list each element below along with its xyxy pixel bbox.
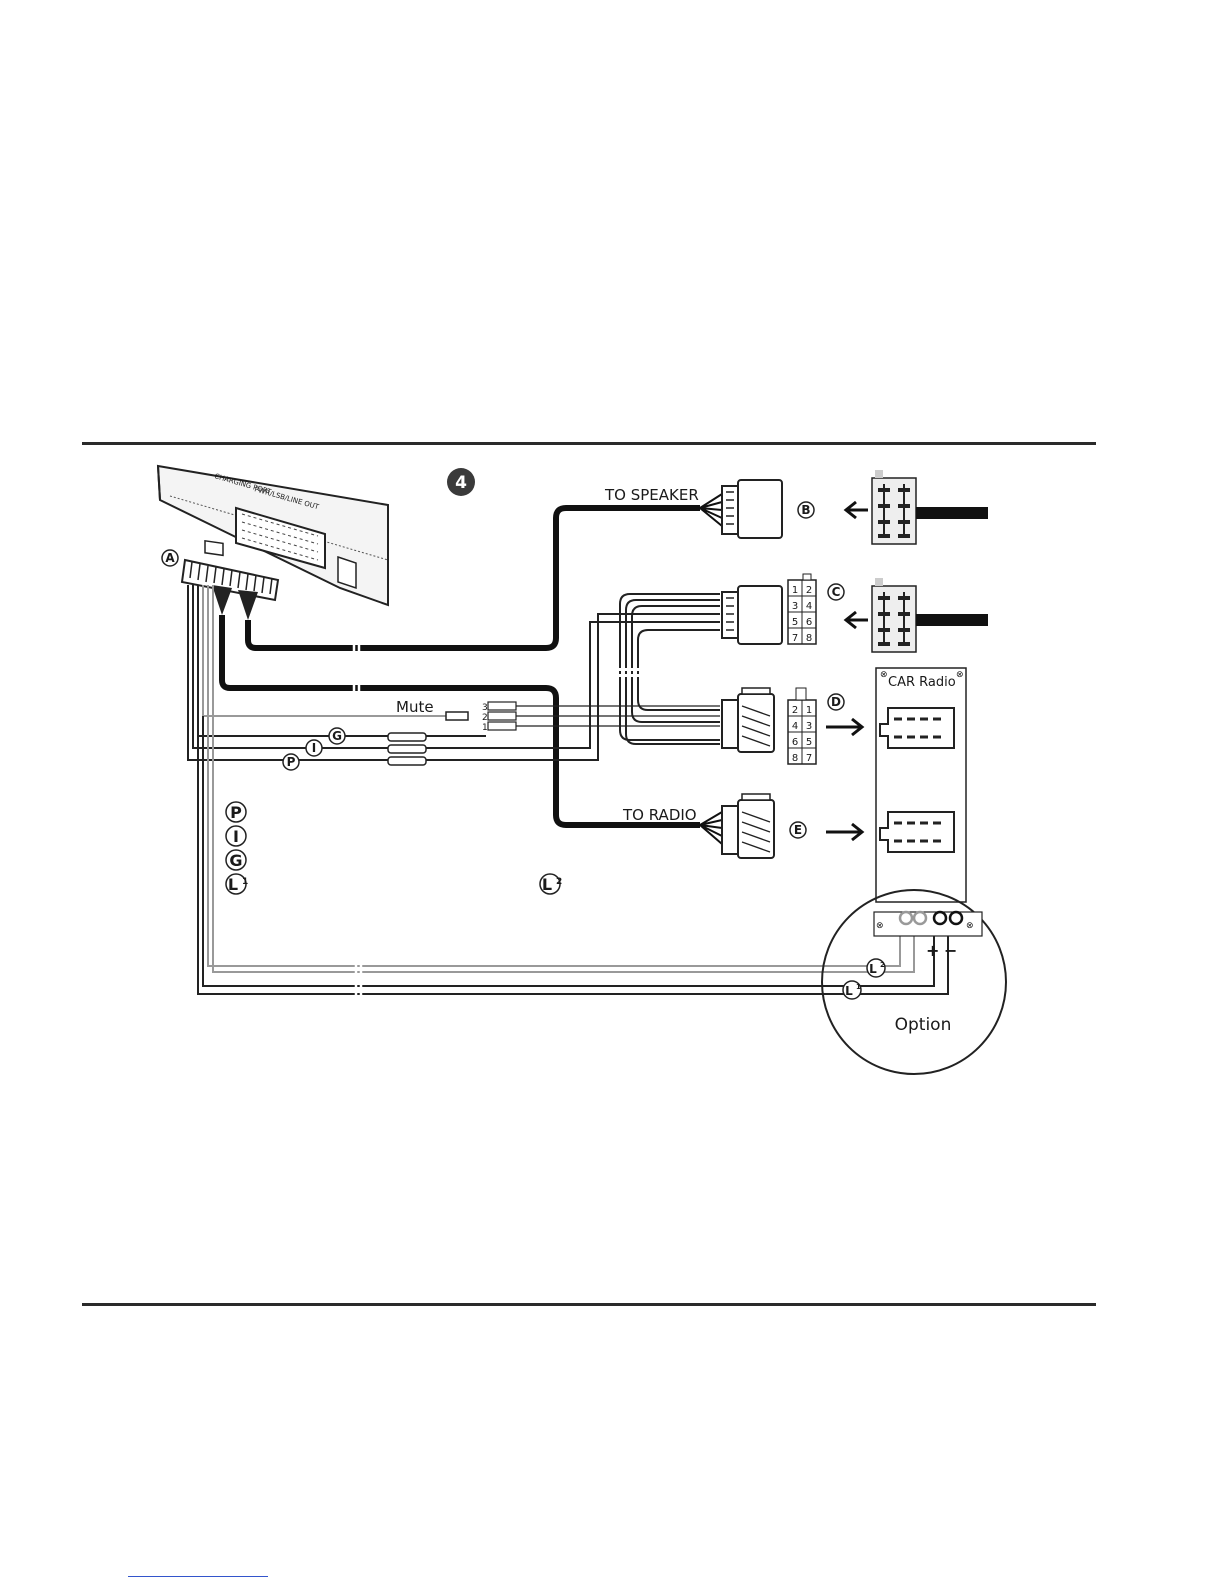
plus-sign: + (926, 941, 939, 960)
connector-a-label: A (165, 551, 175, 565)
step-badge: 4 (447, 468, 475, 496)
vehicle-plug-c (872, 578, 988, 652)
svg-text:3: 3 (792, 601, 798, 612)
svg-text:2: 2 (880, 961, 885, 969)
svg-text:4: 4 (806, 601, 812, 612)
svg-text:C: C (832, 585, 841, 599)
connector-b-badge: B (798, 502, 814, 518)
svg-text:3: 3 (482, 703, 488, 713)
svg-text:2: 2 (792, 705, 798, 716)
wire-g-badge: G (329, 728, 345, 744)
svg-text:7: 7 (806, 753, 812, 764)
car-radio-label: CAR Radio (888, 675, 956, 690)
footer-link-underline (128, 1576, 268, 1577)
wire-l1-badge: L 1 (843, 981, 861, 999)
svg-text:8: 8 (792, 753, 798, 764)
wire-i-badge: I (306, 740, 322, 756)
svg-text:L: L (542, 875, 552, 894)
vehicle-plug-b (872, 470, 988, 544)
legend-item-i: I (226, 826, 246, 846)
option-label: Option (895, 1015, 952, 1035)
connector-d-plug (722, 688, 774, 752)
svg-text:I: I (312, 741, 316, 755)
mute-label: Mute (396, 698, 434, 716)
option-detail: ⊗ ⊗ + − L 2 L 1 Option (822, 890, 1006, 1074)
minus-sign: − (944, 941, 957, 960)
arrow-c-icon (846, 612, 868, 628)
pinout-c: 1 2 3 4 5 6 7 8 (788, 574, 816, 644)
svg-text:1: 1 (792, 585, 798, 596)
screw-tr-icon: ⊗ (956, 670, 964, 680)
svg-text:5: 5 (792, 617, 798, 628)
radio-socket-lower (880, 812, 954, 852)
wire-p-badge: P (283, 754, 299, 770)
svg-text:2: 2 (482, 713, 488, 723)
screw-bl-icon: ⊗ (876, 921, 884, 931)
svg-text:B: B (801, 503, 810, 517)
svg-text:1: 1 (856, 983, 861, 991)
arrow-e-icon (826, 824, 862, 840)
wire-l2-badge: L 2 (867, 959, 885, 977)
svg-text:3: 3 (806, 721, 812, 732)
svg-text:6: 6 (806, 617, 812, 628)
connector-c-plug (722, 586, 782, 644)
pinout-d: 2 1 4 3 6 5 8 7 (788, 688, 816, 764)
connector-c-badge: C (828, 584, 844, 600)
arrow-d-icon (826, 719, 862, 735)
svg-text:L: L (845, 984, 853, 998)
svg-text:D: D (831, 695, 841, 709)
step-number: 4 (455, 473, 467, 493)
car-radio-panel: ⊗ ⊗ CAR Radio (876, 668, 966, 902)
svg-text:1: 1 (242, 877, 248, 887)
to-speaker-label: TO SPEAKER (604, 486, 699, 504)
svg-text:L: L (228, 875, 238, 894)
connector-e-badge: E (790, 822, 806, 838)
svg-text:G: G (229, 851, 242, 870)
screw-tl-icon: ⊗ (880, 670, 888, 680)
svg-text:I: I (233, 827, 239, 846)
svg-text:E: E (794, 823, 802, 837)
arrow-b-icon (846, 502, 868, 518)
inline-fuse-connectors (388, 733, 426, 765)
svg-text:6: 6 (792, 737, 798, 748)
legend-item-p: P (226, 802, 246, 822)
svg-text:P: P (230, 803, 242, 822)
radio-socket-upper (880, 708, 954, 748)
legend-item-g: G (226, 850, 246, 870)
connector-d-badge: D (828, 694, 844, 710)
to-radio-label: TO RADIO (622, 806, 697, 824)
svg-text:5: 5 (806, 737, 812, 748)
svg-text:7: 7 (792, 633, 798, 644)
mute-pin-block: 3 2 1 (482, 702, 516, 733)
svg-text:G: G (332, 729, 342, 743)
legend-item-l1: L 1 (226, 874, 248, 894)
thin-wires (188, 585, 720, 760)
svg-text:8: 8 (806, 633, 812, 644)
svg-text:1: 1 (482, 723, 488, 733)
legend-item-l2: L 2 (540, 874, 562, 894)
connector-a: A (162, 550, 278, 620)
screw-br-icon: ⊗ (966, 921, 974, 931)
svg-text:4: 4 (792, 721, 798, 732)
svg-text:2: 2 (556, 877, 562, 887)
bottom-divider (82, 1303, 1096, 1306)
svg-text:L: L (869, 962, 877, 976)
wire-legend: P I G L 1 (226, 802, 248, 894)
svg-text:P: P (287, 755, 296, 769)
svg-text:1: 1 (806, 705, 812, 716)
svg-text:2: 2 (806, 585, 812, 596)
